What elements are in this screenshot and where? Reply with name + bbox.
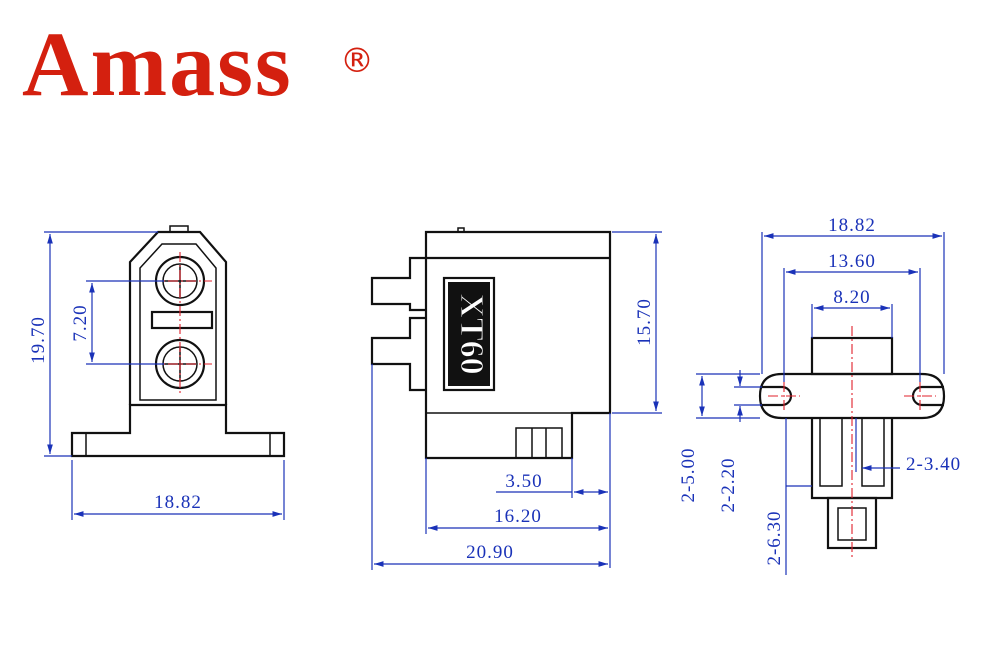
- bottom-pin-label: 2-6.30: [764, 510, 785, 565]
- side-foot-label: 3.50: [505, 471, 542, 492]
- bottom-slotoffset-label: 2-2.20: [718, 457, 739, 512]
- front-width-label: 18.82: [154, 492, 202, 513]
- body-marking-text: XT60: [453, 293, 490, 374]
- front-height-label: 19.70: [28, 316, 49, 364]
- front-dimensions: 19.70 7.20 18.82: [28, 231, 285, 520]
- side-height-label: 15.70: [634, 298, 655, 346]
- side-depth-label: 16.20: [494, 506, 542, 527]
- front-view: 19.70 7.20 18.82: [28, 225, 286, 520]
- bottom-dimensions: 18.82 13.60 8.20 2-3.40 2-5.00: [678, 215, 961, 575]
- brand-name: Amass: [22, 13, 293, 115]
- registered-mark: ®: [340, 41, 376, 81]
- bottom-holespan-label: 13.60: [828, 251, 876, 272]
- side-view: XT60 15.70 3.50 16.20 20.90: [370, 227, 662, 570]
- side-dimensions: 15.70 3.50 16.20 20.90: [371, 231, 662, 570]
- bottom-centerlines: [768, 326, 936, 560]
- side-total-label: 20.90: [466, 542, 514, 563]
- side-view-outline: [370, 227, 612, 460]
- bottom-flange-label: 18.82: [828, 215, 876, 236]
- front-pitch-label: 7.20: [70, 304, 91, 341]
- bottom-view: 18.82 13.60 8.20 2-3.40 2-5.00: [678, 215, 961, 575]
- front-view-outline: [70, 225, 286, 458]
- front-centerlines: [150, 252, 212, 394]
- bottom-body-label: 8.20: [833, 287, 870, 308]
- bottom-hole-label: 2-5.00: [678, 447, 699, 502]
- brand-logo: Amass ®: [22, 18, 374, 110]
- bottom-slot-label: 2-3.40: [906, 454, 961, 475]
